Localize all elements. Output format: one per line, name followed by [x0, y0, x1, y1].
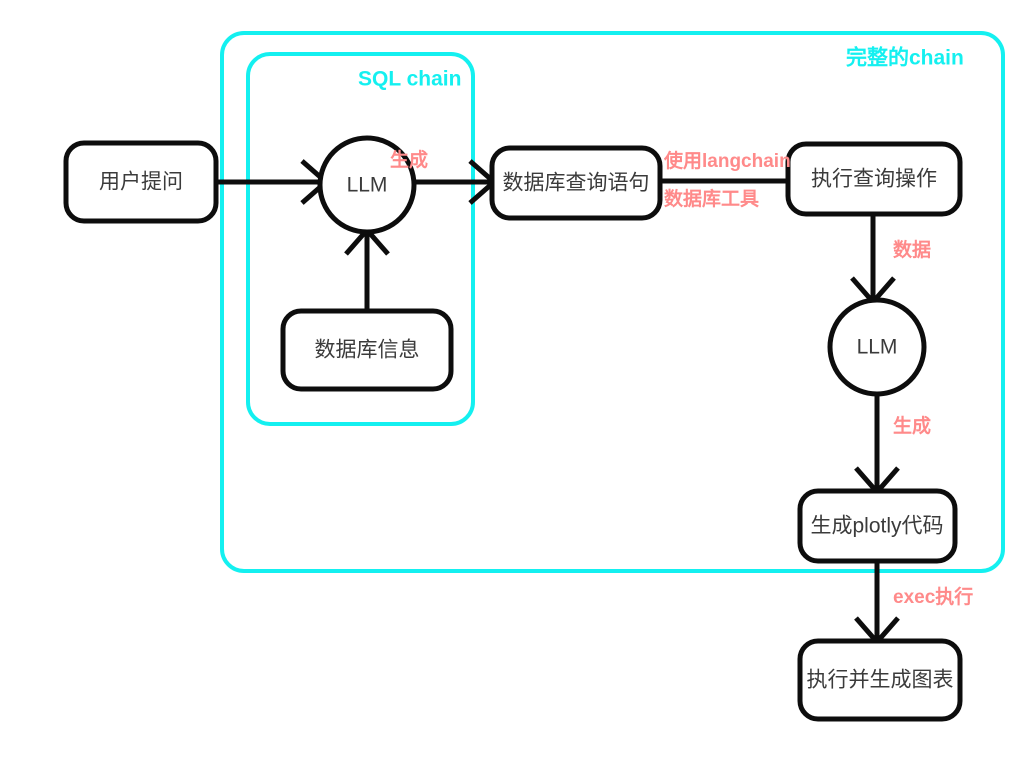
node-execute-and-render-chart[interactable]: 执行并生成图表 [797, 638, 963, 722]
node-db-info[interactable]: 数据库信息 [280, 308, 454, 392]
edge-llm-plot-to-generate-code [854, 394, 900, 496]
group-full-chain [220, 31, 1005, 573]
edge-execute-query-to-llm-plot [850, 214, 896, 306]
node-shape[interactable] [317, 135, 417, 235]
node-shape[interactable] [797, 638, 963, 722]
node-generate-plotly-code-label: 生成plotly代码 [810, 515, 943, 538]
group-sql-chain [246, 52, 475, 426]
node-execute-query[interactable]: 执行查询操作 [785, 141, 963, 217]
node-shape[interactable] [280, 308, 454, 392]
edge-user-question-to-llm-sql [216, 159, 330, 205]
node-llm-plot[interactable]: LLM [827, 297, 927, 397]
node-shape[interactable] [797, 488, 958, 564]
node-execute-and-render-chart-label: 执行并生成图表 [807, 669, 954, 692]
edge-label-generate-sql: 生成 [390, 148, 428, 171]
node-generate-plotly-code[interactable]: 生成plotly代码 [797, 488, 958, 564]
edge-label-generate-code: 生成 [893, 414, 931, 437]
node-shape[interactable] [63, 140, 219, 224]
group-label-full-chain: 完整的chain [846, 46, 964, 70]
node-llm-sql-label: LLM [347, 174, 388, 197]
group-label-sql-chain: SQL chain [358, 68, 461, 91]
node-db-query-statement[interactable]: 数据库查询语句 [489, 145, 663, 221]
node-shape[interactable] [785, 141, 963, 217]
edge-label-exec: exec执行 [893, 585, 973, 608]
node-db-info-label: 数据库信息 [315, 339, 420, 362]
edge-generate-code-to-execute-chart [854, 561, 900, 646]
node-user-question[interactable]: 用户提问 [63, 140, 219, 224]
node-llm-sql[interactable]: LLM [317, 135, 417, 235]
edge-label-use-langchain: 使用langchain [663, 150, 791, 172]
edge-label-db-tool: 数据库工具 [664, 187, 759, 210]
node-llm-plot-label: LLM [857, 336, 898, 359]
edge-db-info-to-llm-sql [344, 226, 390, 311]
node-shape[interactable] [489, 145, 663, 221]
node-db-query-statement-label: 数据库查询语句 [503, 172, 650, 195]
node-user-question-label: 用户提问 [99, 171, 183, 194]
edge-label-data: 数据 [893, 238, 931, 261]
node-shape[interactable] [827, 297, 927, 397]
node-execute-query-label: 执行查询操作 [811, 168, 937, 191]
